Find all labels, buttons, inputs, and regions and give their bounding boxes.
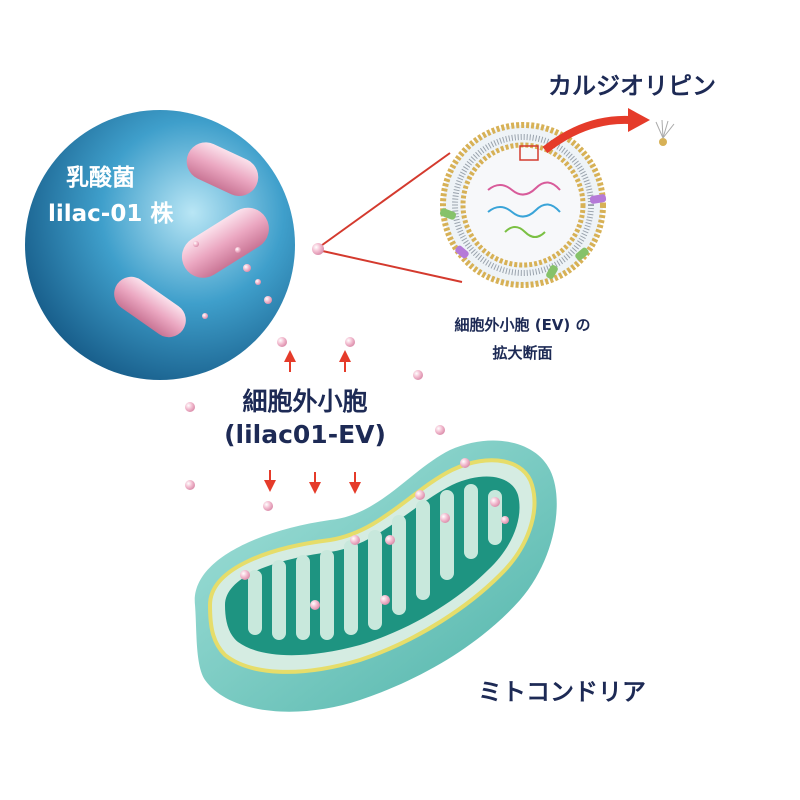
mitochondria-label: ミトコンドリア [478, 678, 646, 706]
ev-main-label-line1: 細胞外小胞 [242, 387, 368, 416]
ev-membrane-protein [589, 194, 607, 204]
ev-rna-strand [487, 203, 561, 218]
bacteria-label-line1: 乳酸菌 [66, 165, 135, 191]
vesicle-dot [243, 264, 251, 272]
ev-lipid-tails [452, 134, 594, 276]
cardiolipin-molecule-icon [655, 119, 675, 146]
ev-rna-strand [487, 181, 561, 196]
cardiolipin-arrowhead [628, 108, 650, 132]
vesicle-dot [202, 313, 208, 319]
release-arrows [264, 350, 361, 494]
ev-section-label-line1: 細胞外小胞 (EV) の [454, 316, 591, 334]
vesicle-dot [264, 296, 272, 304]
vesicle-dot [235, 247, 241, 253]
zoom-line [317, 249, 463, 283]
bacteria-rod [186, 142, 259, 197]
ev-membrane-protein [575, 247, 589, 261]
ev-section-label-line2: 拡大断面 [492, 344, 553, 362]
bacteria-label-line2: lilac-01 株 [48, 201, 174, 227]
mitochondria-cristae [248, 484, 502, 640]
cardiolipin-label: カルジオリピン [548, 72, 716, 100]
ev-highlight-box [519, 145, 539, 161]
ev-inner-membrane [460, 142, 586, 268]
cardiolipin-arrow [542, 115, 631, 154]
ev-cross-section [439, 122, 607, 288]
vesicle-dot [312, 243, 324, 255]
bacteria-rod [181, 207, 269, 278]
vesicle-dot [255, 279, 261, 285]
ev-membrane-protein [546, 265, 558, 279]
bacteria-rod [114, 276, 186, 338]
ev-membrane-protein [439, 208, 457, 220]
zoom-line [317, 152, 451, 249]
vesicle-field [185, 337, 509, 610]
ev-main-label-line2: (lilac01-EV) [224, 420, 386, 449]
ev-membrane-protein [455, 245, 469, 259]
bacteria-illustration [25, 110, 295, 380]
vesicle-dot [193, 241, 199, 247]
ev-rna-strand [504, 226, 546, 238]
